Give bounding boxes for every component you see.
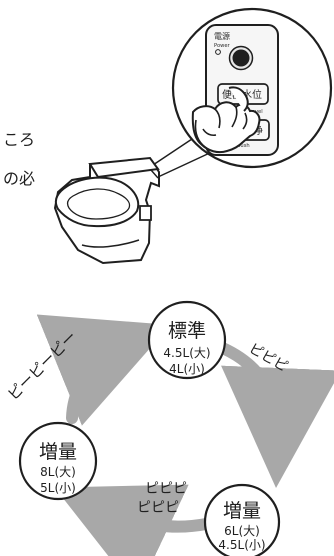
mode-node-standard: 標準 4.5L(大) 4L(小) <box>147 300 227 380</box>
arrow-standard-to-increase-small <box>212 340 334 488</box>
increase-small-title: 増量 <box>223 500 261 522</box>
hand-pressing-icon <box>191 86 261 154</box>
increase-small-small: 4.5L(小) <box>218 538 265 552</box>
increase-large-small: 5L(小) <box>40 481 76 495</box>
mode-node-increase-large: 増量 8L(大) 5L(小) <box>18 421 98 501</box>
arrow-increase-small-to-increase-large <box>54 484 212 556</box>
toilet-illustration <box>53 156 160 265</box>
arrow-increase-large-to-standard <box>36 314 171 426</box>
increase-large-large: 8L(大) <box>40 465 76 479</box>
connector-lines <box>152 134 215 178</box>
power-indicator-icon <box>215 49 221 55</box>
increase-small-large: 6L(大) <box>224 524 260 538</box>
power-button-center <box>232 49 250 67</box>
sound-label-bottom-line-1: ピピピ <box>145 481 187 497</box>
toilet-tank-top <box>88 156 160 179</box>
power-label-en: Power <box>214 43 231 49</box>
power-label-jp: 電源 <box>214 32 230 41</box>
left-text-line-2: の必 <box>3 169 35 188</box>
standard-mode-title: 標準 <box>168 320 206 342</box>
control-panel-magnifier: 電源 Power 便器水位 Water Level 洗浄 Flush <box>171 7 333 169</box>
mode-node-increase-small: 増量 6L(大) 4.5L(小) <box>203 483 281 556</box>
sound-label-left: ピーピーピー <box>4 327 80 403</box>
left-text-line-1: ころ <box>3 130 35 149</box>
cycle-arrows <box>36 314 334 556</box>
standard-mode-small: 4L(小) <box>169 362 205 376</box>
increase-large-title: 増量 <box>39 441 77 463</box>
sound-label-bottom-line-2: ピピピ <box>137 500 179 516</box>
flush-label-en: Flush <box>236 143 250 149</box>
standard-mode-large: 4.5L(大) <box>163 346 210 360</box>
toilet-side-panel-icon <box>139 205 152 221</box>
